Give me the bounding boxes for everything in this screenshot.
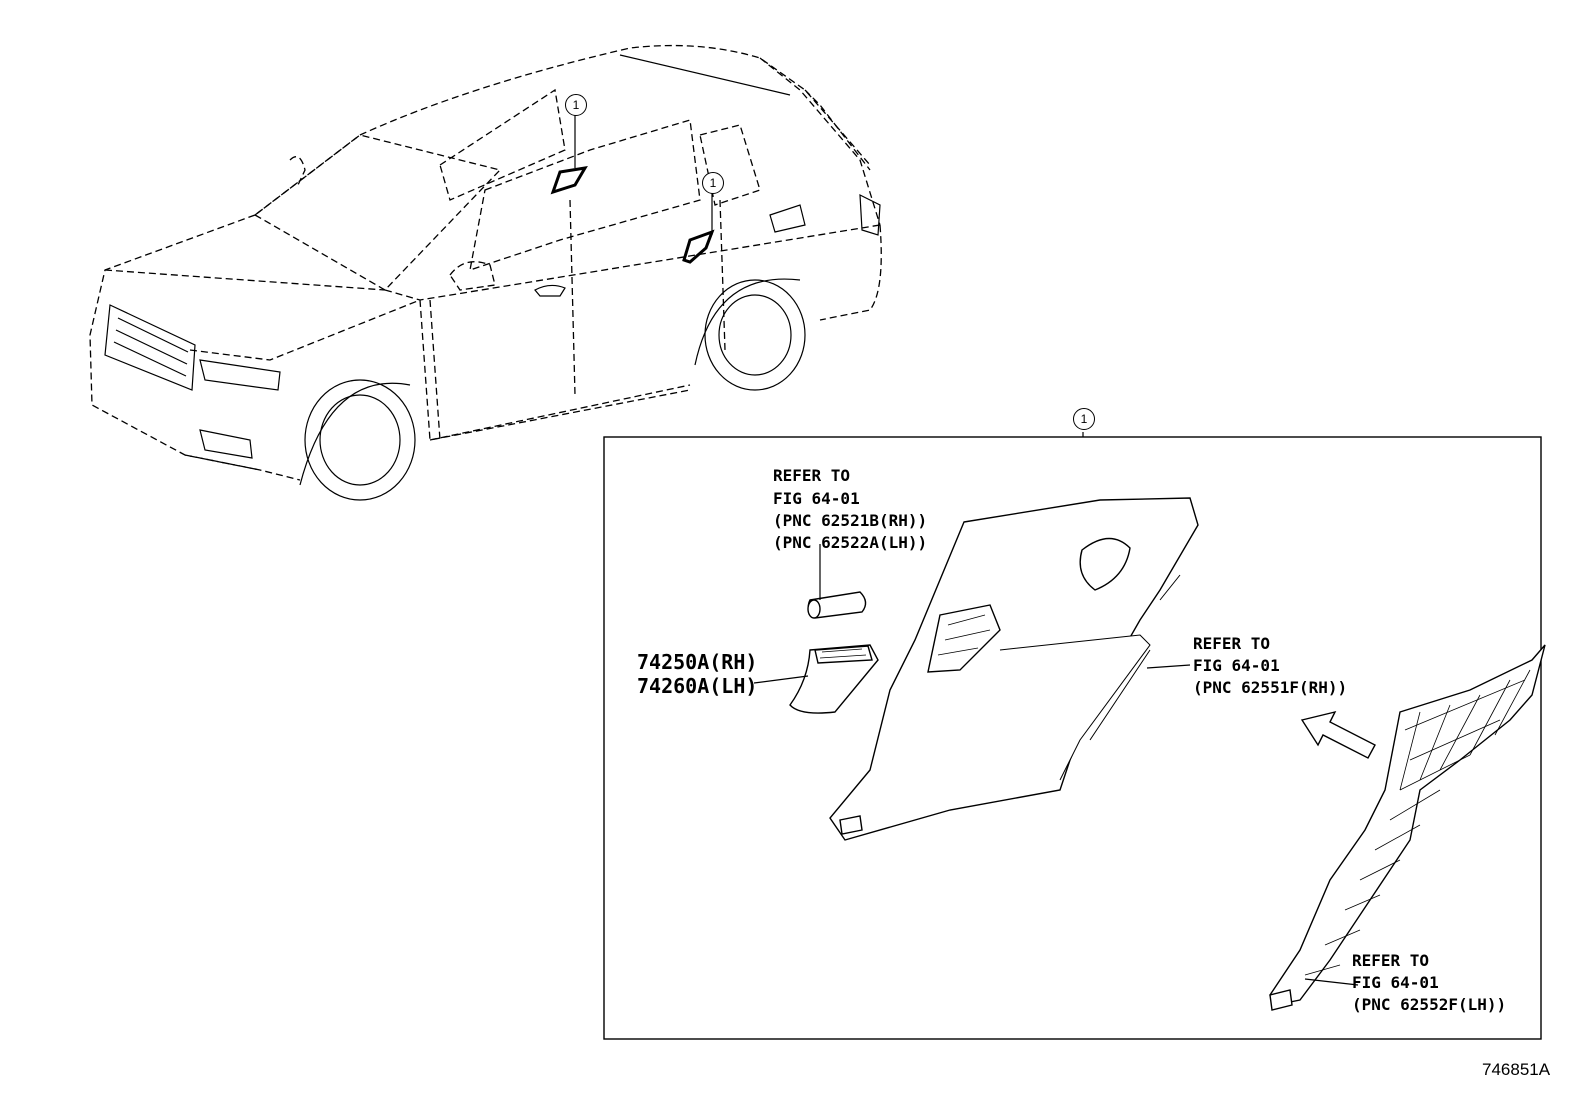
ref-c-line3: (PNC 62552F(LH)) (1352, 995, 1507, 1014)
ref-b-line3: (PNC 62551F(RH)) (1193, 678, 1348, 697)
vehicle-callout-leaders (574, 112, 713, 235)
detail-box (603, 436, 1542, 1040)
rear-pillar-trim-panel (1269, 644, 1546, 1011)
ref-c-line1: REFER TO (1352, 951, 1430, 970)
vehicle-part-highlights (550, 166, 715, 264)
callout-1-center-pillar: 1 (565, 94, 587, 116)
ref-a-line2: FIG 64-01 (773, 489, 860, 508)
callout-1-detail-box: 1 (1073, 408, 1095, 430)
callout-1-rear-door: 1 (702, 172, 724, 194)
figure-code: 746851A (1482, 1060, 1551, 1079)
ref-b-line1: REFER TO (1193, 634, 1271, 653)
part-number-rh: 74250A(RH) (637, 650, 758, 674)
upper-garnish-part (807, 591, 867, 619)
ref-a-line4: (PNC 62522A(LH)) (773, 533, 928, 552)
part-number-lh: 74260A(LH) (637, 674, 758, 698)
vehicle-details (104, 54, 881, 501)
ref-c-line2: FIG 64-01 (1352, 973, 1439, 992)
quarter-trim-panel (829, 497, 1199, 841)
view-direction-arrow (1300, 710, 1376, 759)
cover-part (789, 644, 879, 714)
ref-a-line3: (PNC 62521B(RH)) (773, 511, 928, 530)
vehicle-outline (89, 44, 882, 481)
ref-a-line1: REFER TO (773, 466, 851, 485)
ref-b-line2: FIG 64-01 (1193, 656, 1280, 675)
